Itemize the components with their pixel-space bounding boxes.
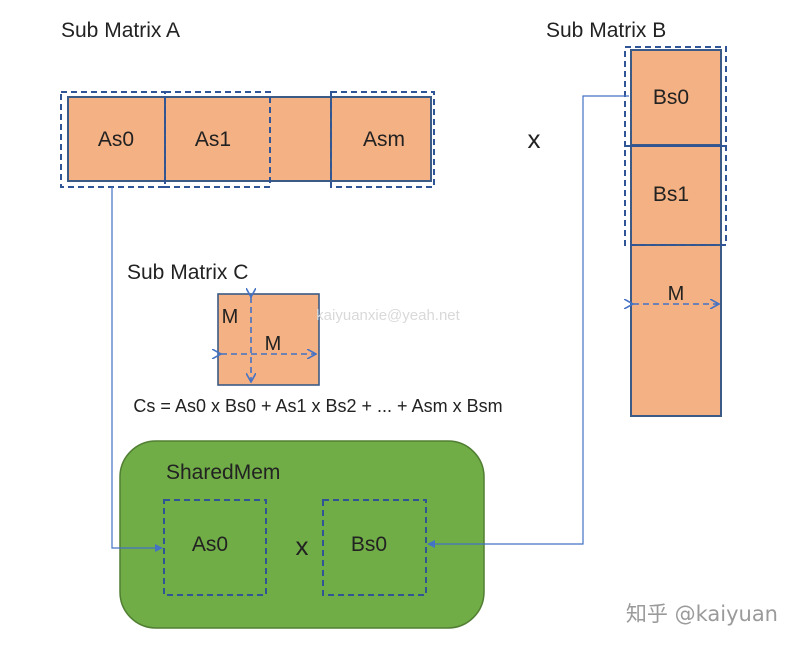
shared-tile-as0-label: As0: [192, 533, 228, 556]
shared-tile-bs0-outline: [322, 499, 427, 596]
credit-text: 知乎 @kaiyuan: [626, 602, 778, 626]
sub-matrix-b-body: [630, 49, 722, 417]
accumulation-formula: Cs = As0 x Bs0 + As1 x Bs2 + ... + Asm x…: [133, 396, 502, 416]
shared-mem-title: SharedMem: [166, 461, 280, 484]
tile-bs0-label: Bs0: [653, 86, 689, 109]
sub-matrix-a-body: [67, 96, 432, 182]
tile-asm-label: Asm: [363, 128, 405, 151]
sub-matrix-a-title: Sub Matrix A: [61, 19, 180, 42]
watermark-text: kaiyuanxie@yeah.net: [316, 307, 460, 324]
sub-matrix-b-title: Sub Matrix B: [546, 19, 666, 42]
shared-multiply-symbol: x: [296, 531, 309, 561]
c-width-dimension-label: M: [265, 333, 282, 355]
tile-bs1-outline: [624, 145, 727, 246]
load-as0-arrow: [111, 187, 163, 552]
shared-mem-block: [119, 440, 485, 629]
tile-bs1-label: Bs1: [653, 183, 689, 206]
multiply-symbol: x: [528, 124, 541, 154]
tile-asm-outline: [330, 91, 435, 188]
b-width-dimension-label: M: [668, 283, 685, 305]
sub-matrix-c-body: [217, 293, 320, 386]
tile-as1-label: As1: [195, 128, 231, 151]
c-height-dimension-label: M: [222, 306, 239, 328]
sub-matrix-c-title: Sub Matrix C: [127, 261, 248, 284]
shared-tile-bs0-label: Bs0: [351, 533, 387, 556]
tile-as1-outline: [164, 91, 271, 188]
shared-tile-as0-outline: [163, 499, 267, 596]
tile-as0-label: As0: [98, 128, 134, 151]
load-bs0-arrow: [427, 95, 629, 548]
